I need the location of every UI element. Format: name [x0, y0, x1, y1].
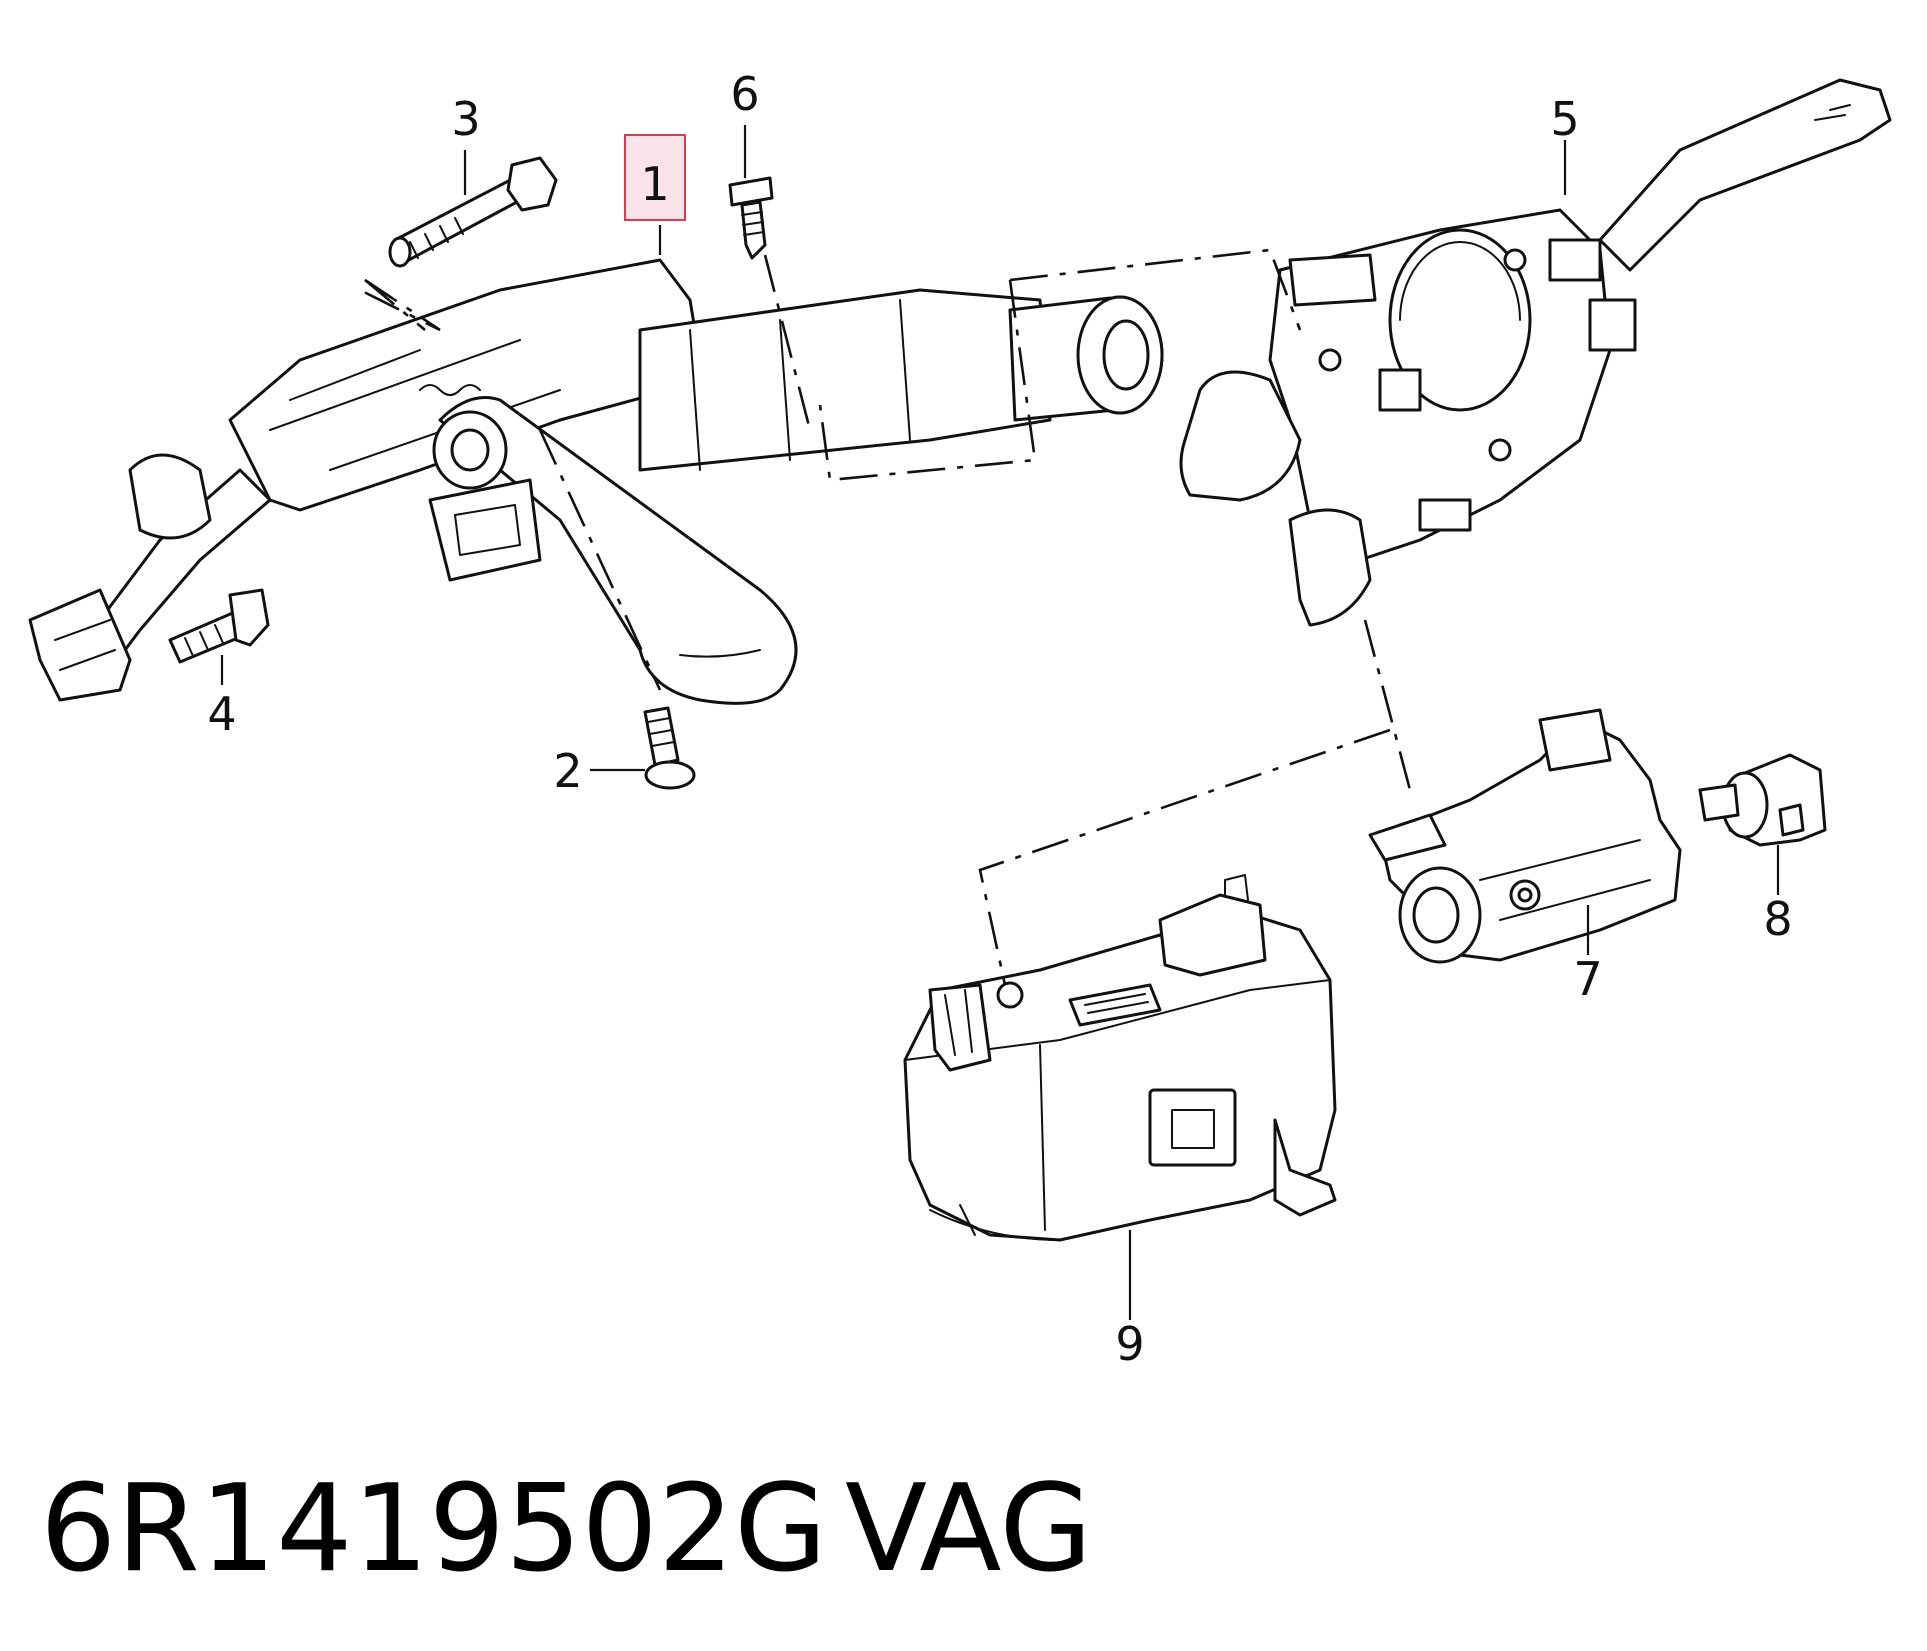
- callout-2: 2: [553, 744, 582, 798]
- callout-7: 7: [1573, 952, 1602, 1006]
- callout-8: 8: [1763, 892, 1792, 946]
- combination-switch-part: [1179, 78, 1892, 627]
- screw-part: [728, 176, 774, 260]
- steering-lock-module-part: [903, 874, 1337, 1242]
- callout-5: 5: [1550, 92, 1579, 146]
- callout-6: 6: [730, 67, 759, 121]
- brand-label: VAG: [845, 1460, 1092, 1599]
- bolt-long-part: [388, 156, 558, 268]
- callout-1-highlight: [624, 134, 686, 221]
- screw-lower-part: [643, 706, 696, 790]
- leader-lines: [220, 125, 1780, 1320]
- bolt-short-part: [168, 588, 270, 664]
- callout-4: 4: [207, 687, 236, 741]
- callout-1: 1: [640, 157, 669, 211]
- callout-3: 3: [451, 92, 480, 146]
- ignition-lock-housing-part: [1368, 708, 1682, 964]
- part-number-label: 6R1419502G: [40, 1460, 827, 1599]
- assembly-lines: [359, 248, 1412, 986]
- callout-9: 9: [1115, 1317, 1144, 1371]
- steering-column-part: [28, 258, 1164, 705]
- ignition-switch-part: [1698, 753, 1827, 847]
